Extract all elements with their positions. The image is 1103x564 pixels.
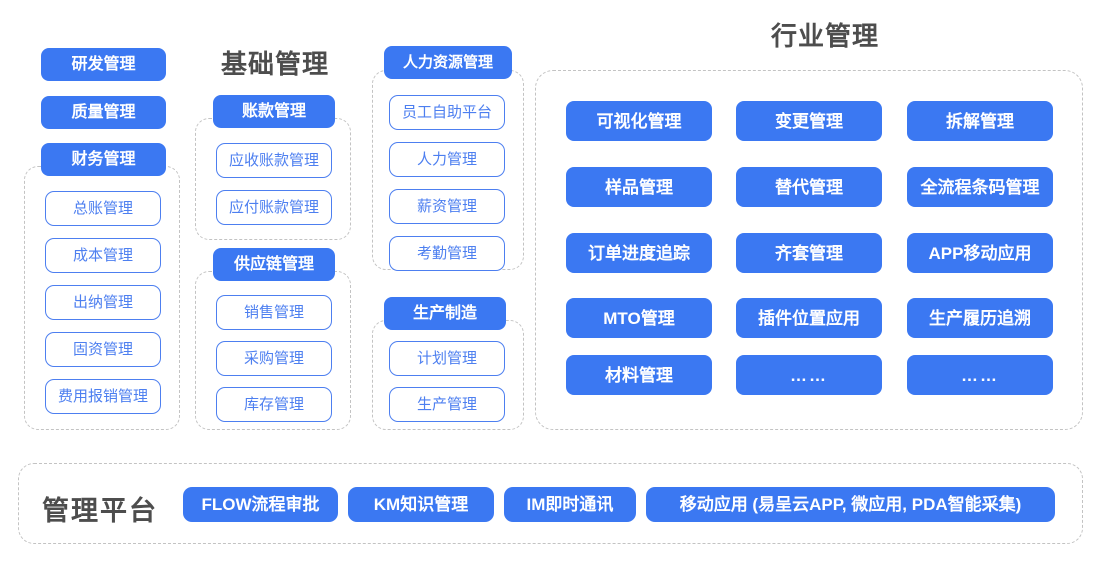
module-plan-management[interactable]: 计划管理	[389, 341, 505, 376]
module-plugin-position-application[interactable]: 插件位置应用	[736, 298, 882, 338]
module-attendance-management[interactable]: 考勤管理	[389, 236, 505, 271]
module-manpower-management[interactable]: 人力管理	[389, 142, 505, 177]
section-title-basic-management: 基础管理	[220, 49, 329, 79]
platform-title: 管理平台	[42, 496, 158, 526]
module-quality-management[interactable]: 质量管理	[41, 96, 166, 129]
module-accounts-receivable[interactable]: 应收账款管理	[216, 143, 332, 178]
module-more-placeholder-2[interactable]: ……	[907, 355, 1053, 395]
group-header-human-resources[interactable]: 人力资源管理	[384, 46, 512, 79]
module-change-management[interactable]: 变更管理	[736, 101, 882, 141]
module-kitting-management[interactable]: 齐套管理	[736, 233, 882, 273]
group-industry-container	[535, 70, 1083, 430]
module-visualization-management[interactable]: 可视化管理	[566, 101, 712, 141]
platform-item-km-knowledge[interactable]: KM知识管理	[348, 487, 494, 522]
section-title-industry-management: 行业管理	[770, 21, 879, 51]
module-mto-management[interactable]: MTO管理	[566, 298, 712, 338]
module-accounts-payable[interactable]: 应付账款管理	[216, 190, 332, 225]
module-cost-management[interactable]: 成本管理	[45, 238, 161, 273]
group-header-finance[interactable]: 财务管理	[41, 143, 166, 176]
module-payroll-management[interactable]: 薪资管理	[389, 189, 505, 224]
module-production-history-traceability[interactable]: 生产履历追溯	[907, 298, 1053, 338]
module-app-mobile-application[interactable]: APP移动应用	[907, 233, 1053, 273]
platform-item-im-messaging[interactable]: IM即时通讯	[504, 487, 636, 522]
platform-item-flow-approval[interactable]: FLOW流程审批	[183, 487, 338, 522]
group-header-supply-chain[interactable]: 供应链管理	[213, 248, 335, 281]
module-more-placeholder-1[interactable]: ……	[736, 355, 882, 395]
module-material-management[interactable]: 材料管理	[566, 355, 712, 395]
group-header-manufacturing[interactable]: 生产制造	[384, 297, 506, 330]
module-sales-management[interactable]: 销售管理	[216, 295, 332, 330]
module-purchase-management[interactable]: 采购管理	[216, 341, 332, 376]
module-disassembly-management[interactable]: 拆解管理	[907, 101, 1053, 141]
module-cashier-management[interactable]: 出纳管理	[45, 285, 161, 320]
module-expense-reimbursement[interactable]: 费用报销管理	[45, 379, 161, 414]
module-substitute-management[interactable]: 替代管理	[736, 167, 882, 207]
module-fixed-assets-management[interactable]: 固资管理	[45, 332, 161, 367]
module-production-management[interactable]: 生产管理	[389, 387, 505, 422]
module-general-ledger[interactable]: 总账管理	[45, 191, 161, 226]
platform-container	[18, 463, 1083, 544]
module-inventory-management[interactable]: 库存管理	[216, 387, 332, 422]
module-employee-self-service[interactable]: 员工自助平台	[389, 95, 505, 130]
module-sample-management[interactable]: 样品管理	[566, 167, 712, 207]
platform-item-mobile-application[interactable]: 移动应用 (易呈云APP, 微应用, PDA智能采集)	[646, 487, 1055, 522]
module-order-progress-tracking[interactable]: 订单进度追踪	[566, 233, 712, 273]
module-full-process-barcode-management[interactable]: 全流程条码管理	[907, 167, 1053, 207]
group-header-accounts[interactable]: 账款管理	[213, 95, 335, 128]
module-rd-management[interactable]: 研发管理	[41, 48, 166, 81]
